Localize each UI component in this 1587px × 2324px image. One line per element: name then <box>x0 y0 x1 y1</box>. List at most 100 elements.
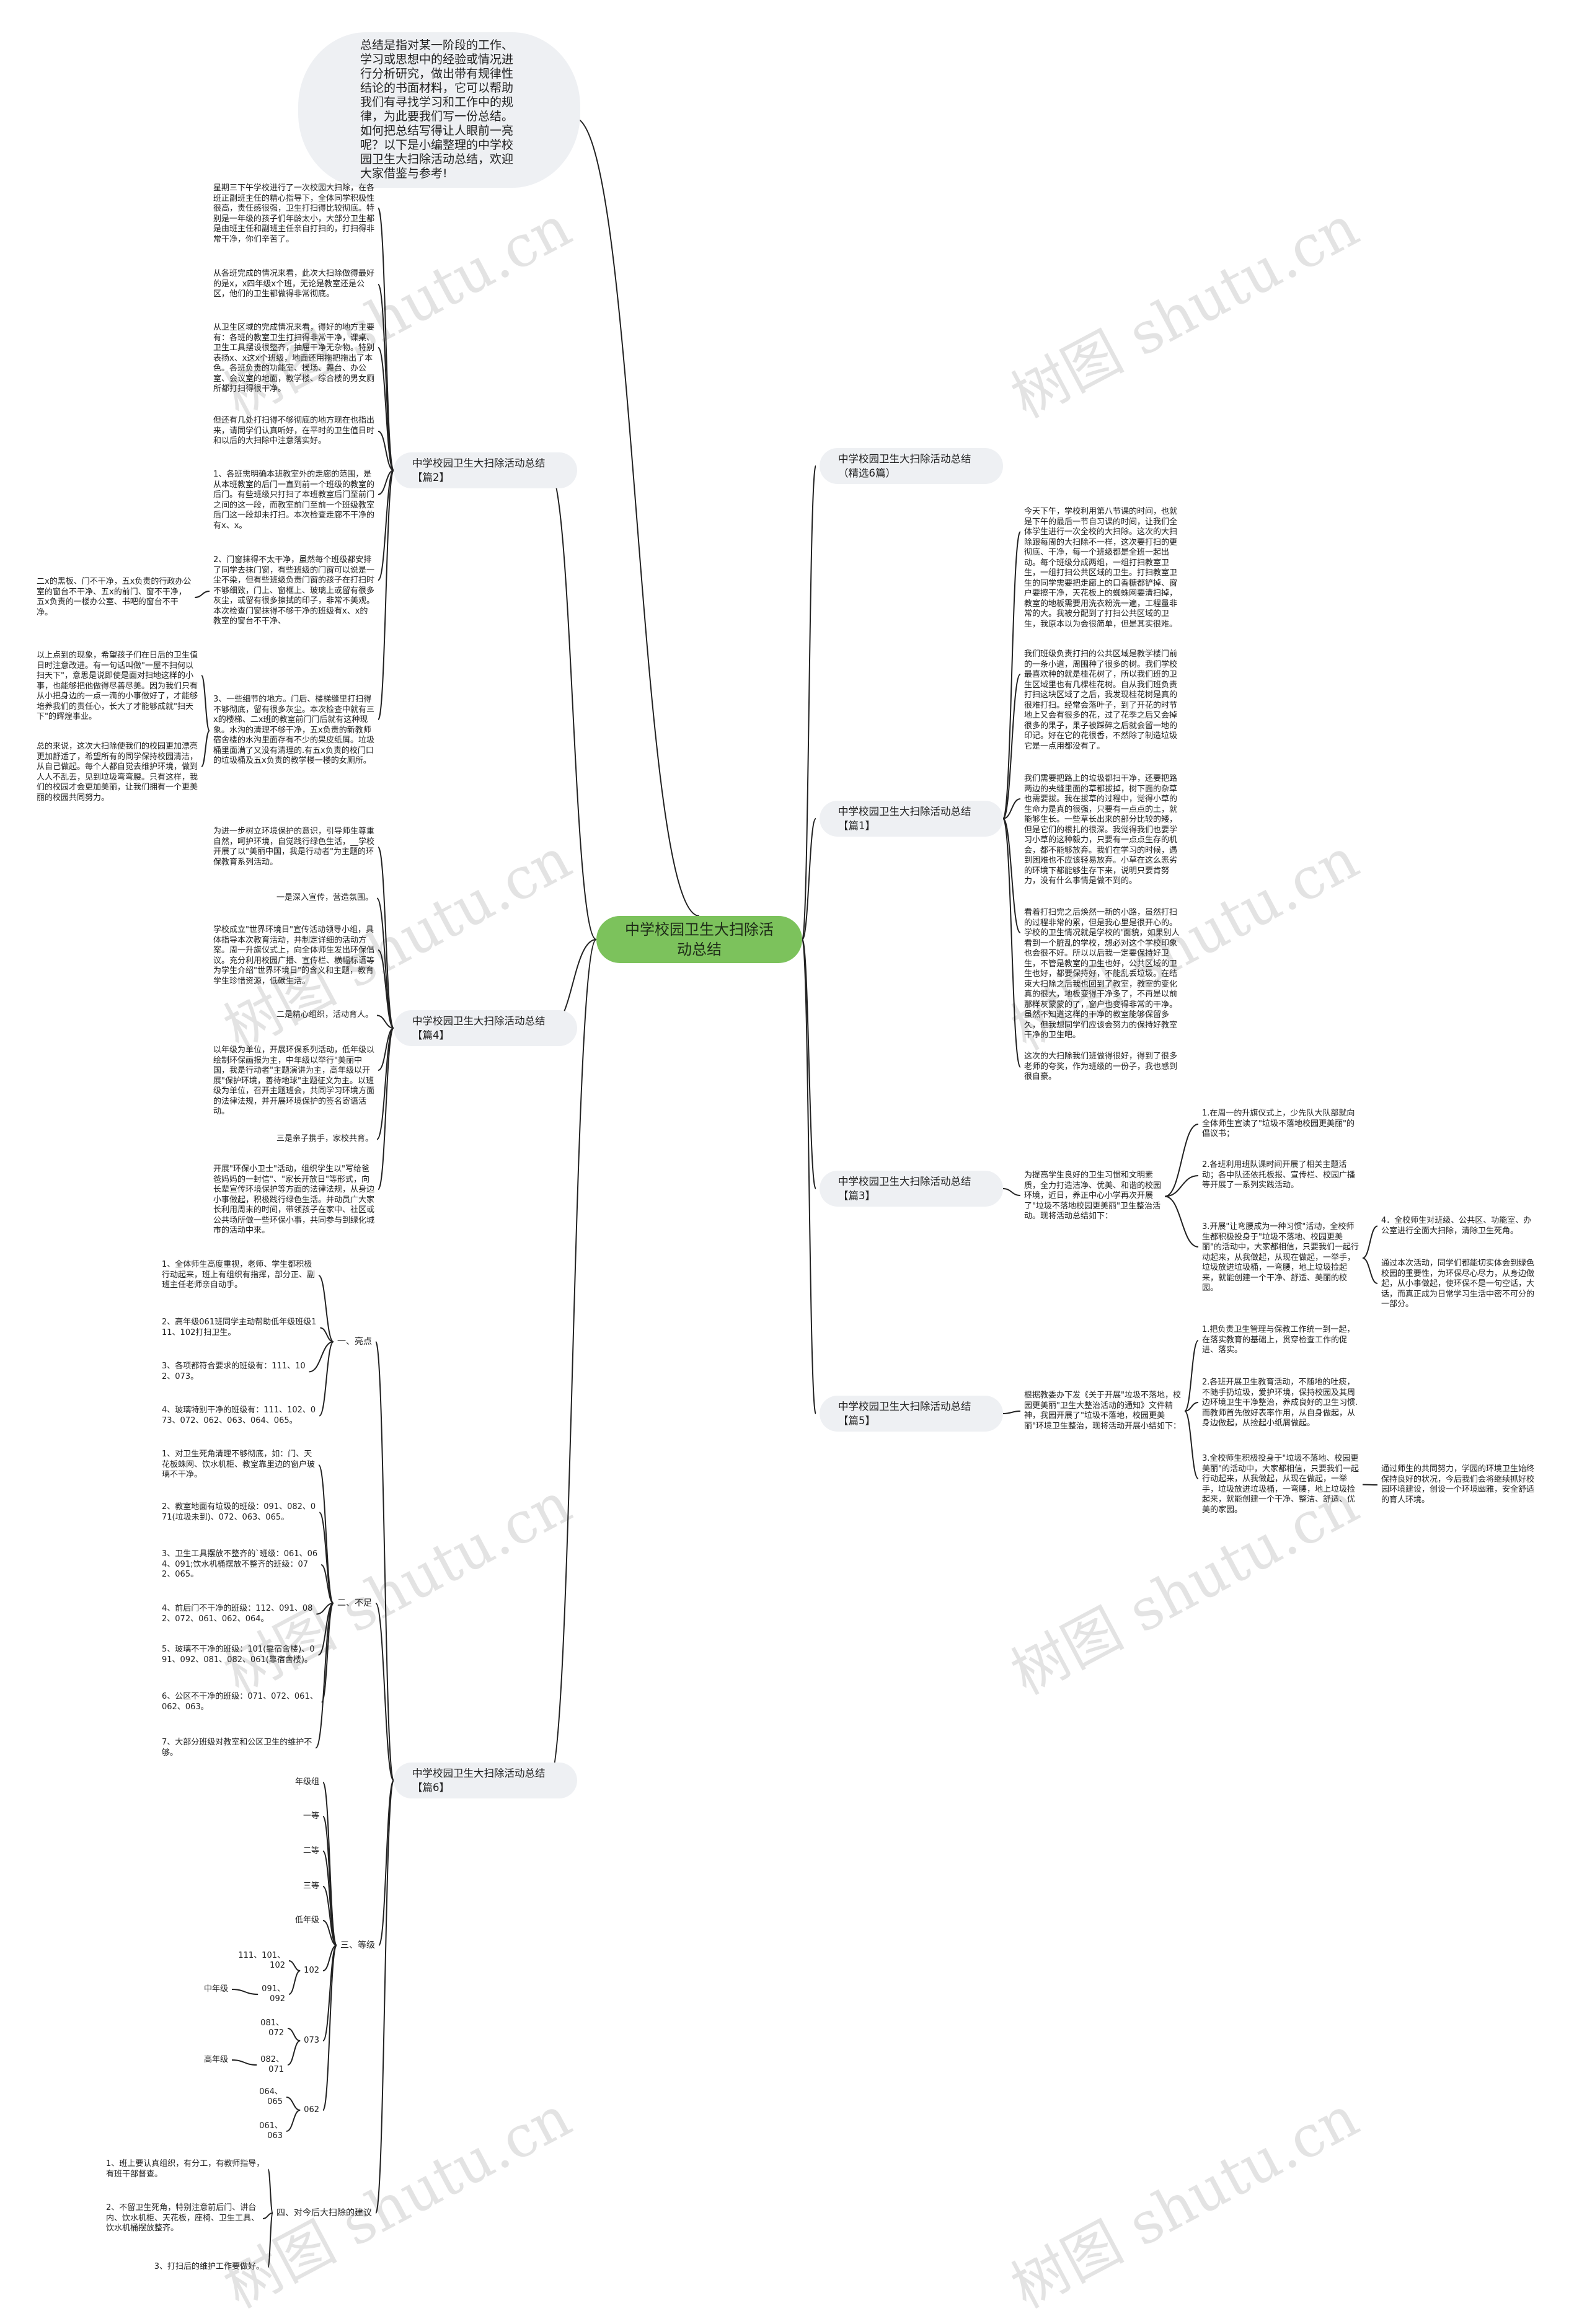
grade-item: 062 <box>304 2105 319 2115</box>
connector-line <box>267 2168 273 2214</box>
grade-classes: 081、072 <box>260 2018 284 2038</box>
connector-line <box>319 1512 334 1604</box>
connector-line <box>378 347 394 471</box>
leaf-text: 2、高年级061班同学主动帮助低年级班级111、102打扫卫生。 <box>162 1318 317 1337</box>
connector-line <box>378 1028 394 1071</box>
connector-line <box>548 939 597 1781</box>
grade-item: 一等 <box>303 1811 319 1821</box>
connector-line <box>1002 531 1021 819</box>
leaf-text: 为提高学生良好的卫生习惯和文明素质，全力打造洁净、优美、和谐的校园环境，近日，养… <box>1024 1171 1162 1221</box>
grade-item: 102 <box>304 1966 319 1975</box>
grade-item: 年级组 <box>294 1777 319 1787</box>
section-highlights[interactable]: 一、亮点 <box>337 1337 372 1347</box>
grade-classes: 091、092 <box>262 1984 285 2004</box>
leaf-text: 4．全校师生对班级、公共区、功能室、办公室进行全面大扫除，清除卫生死角。 <box>1381 1216 1532 1236</box>
connector-line <box>378 284 394 471</box>
connector-line <box>378 847 394 1029</box>
leaf-text: 今天下午，学校利用第八节课的时间，也就是下午的最后一节自习课的时间，让我们全体学… <box>1024 507 1178 629</box>
leaf-text: 以上点到的现象，希望孩子们在日后的卫生值日时注意改进。有一句话叫做"一屋不扫何以… <box>37 651 198 721</box>
branch-pian5[interactable]: 中学校园卫生大扫除活动总结【篇5】 <box>820 1396 1003 1432</box>
intro-text: 总结是指对某一阶段的工作、学习或思想中的经验或情况进行分析研究，做出带有规律性结… <box>360 38 514 180</box>
connector-line <box>195 591 210 598</box>
grade-classes: 064、065 <box>259 2087 283 2106</box>
branch-jingxuan[interactable]: 中学校园卫生大扫除活动总结（精选6篇） <box>820 448 1003 484</box>
branch-pian6[interactable]: 中学校园卫生大扫除活动总结【篇6】 <box>394 1763 577 1798</box>
branch-pian2[interactable]: 中学校园卫生大扫除活动总结【篇2】 <box>394 452 577 488</box>
central-topic[interactable]: 中学校园卫生大扫除活动总结 <box>596 916 802 963</box>
connector-line <box>549 470 597 940</box>
grade-item: 三等 <box>303 1882 319 1891</box>
connector-line <box>317 1603 334 1656</box>
leaf-text: 1.在周一的升旗仪式上，少先队大队部就向全体师生宣读了"垃圾不落地校园更美丽"的… <box>1202 1109 1355 1138</box>
connector-line <box>1164 1195 1199 1248</box>
connector-line <box>378 208 394 471</box>
connector-line <box>378 470 394 720</box>
watermark: 树图 shutu.cn <box>1001 2083 1369 2322</box>
leaf-text: 开展"环保小卫士"活动，组织学生以"写给爸爸妈妈的一封信"、"家长开放日"等形式… <box>213 1164 375 1235</box>
section-shortcomings[interactable]: 二、不足 <box>337 1598 372 1608</box>
leaf-text: 学校成立"世界环境日"宣传活动领导小组，具体指导本次教育活动，并制定详细的活动方… <box>213 925 375 986</box>
connector-line <box>1002 1188 1021 1196</box>
leaf-text: 1、班上要认真组织，有分工，有教师指导，有班干部督查。 <box>106 2159 265 2179</box>
connector-line <box>201 730 210 767</box>
connector-line <box>1184 1411 1199 1479</box>
branch-pian4[interactable]: 中学校园卫生大扫除活动总结【篇4】 <box>394 1010 577 1046</box>
connector-line <box>322 1782 337 1946</box>
leaf-text: 4、前后门不干净的班级：112、091、082、072、061、062、064。 <box>162 1604 313 1624</box>
grade-item: 073 <box>304 2036 319 2045</box>
connector-line <box>322 1945 337 2041</box>
leaf-text: 三是亲子携手，家校共育。 <box>276 1134 373 1143</box>
leaf-text: 3.全校师生积极投身于"垃圾不落地、校园更美丽"的活动中，大家都相信，只要我们一… <box>1202 1454 1359 1515</box>
leaf-text: 我们班级负责打扫的公共区域是教学楼门前的一条小道，周围种了很多的树。我们学校最喜… <box>1024 649 1178 751</box>
connector-line <box>320 1603 334 1703</box>
connector-line <box>375 1603 394 1781</box>
grade-mid-label: 中年级 <box>203 1984 228 1994</box>
connector-line <box>1002 798 1021 819</box>
connector-line <box>378 470 394 581</box>
connector-line <box>573 117 700 917</box>
connector-line <box>378 431 394 471</box>
leaf-text: 1、全体师生高度重视，老师、学生都积极行动起来，班上有组织有指挥，部分正、副班主… <box>162 1260 316 1290</box>
leaf-text: 3、各项都符合要求的班级有：111、102、073。 <box>162 1362 306 1381</box>
section-grades[interactable]: 三、等级 <box>340 1940 375 1950</box>
connector-line <box>1362 1257 1378 1284</box>
leaf-text: 总的来说，这次大扫除使我们的校园更加漂亮更加舒适了，希望所有的同学保持校园清洁，… <box>37 742 198 803</box>
section-suggestions[interactable]: 四、对今后大扫除的建议 <box>276 2208 372 2218</box>
connector-line <box>802 818 816 940</box>
leaf-text: 2、门窗抹得不太干净，虽然每个班级都安排了同学去抹门窗，有些班级的门窗可以说是一… <box>213 555 375 626</box>
connector-line <box>1164 1124 1199 1197</box>
leaf-text: 但还有几处打扫得不够彻底的地方现在也指出来，请同学们认真听好，在平时的卫生值日时… <box>213 416 375 446</box>
connector-line <box>1002 818 1021 933</box>
leaf-text: 通过师生的共同努力，学园的环境卫生始终保持良好的状况，今后我们会将继续抓好校园环… <box>1381 1464 1535 1505</box>
connector-line <box>1184 1402 1199 1412</box>
leaf-text: 1、对卫生死角清理不够彻底，如：门、天花板蛛网、饮水机柜、教室靠里边的窗户玻璃不… <box>162 1450 316 1479</box>
leaf-text: 以年级为单位，开展环保系列活动，低年级以绘制环保画报为主，中年级以举行"美丽中国… <box>213 1045 375 1116</box>
leaf-text: 通过本次活动，同学们都能切实体会到绿色校园的重要性，为环保尽心尽力，从身边做起，… <box>1381 1259 1535 1309</box>
grade-item: 低年级 <box>294 1916 319 1925</box>
connector-line <box>318 1464 334 1604</box>
leaf-text: 2、教室地面有垃圾的班级：091、082、071(垃圾未到)、072、063、0… <box>162 1502 316 1522</box>
connector-line <box>315 1603 334 1749</box>
leaf-text: 看着打扫完之后焕然一新的小路，虽然打扫的过程非常的累，但是我心里是很开心的。学校… <box>1024 908 1180 1040</box>
grade-classes: 111、101、102 <box>238 1951 285 1970</box>
connector-line <box>1362 1484 1378 1486</box>
watermark: 树图 shutu.cn <box>1001 193 1369 431</box>
branch-pian1[interactable]: 中学校园卫生大扫除活动总结【篇1】 <box>820 801 1003 837</box>
leaf-text: 从各班完成的情况来看，此次大扫除做得最好的是x，x四年级x个班，无论是教室还是公… <box>213 269 375 299</box>
grade-classes: 082、071 <box>260 2055 284 2074</box>
leaf-text: 3、一些细节的地方。门后、楼梯缝里打扫得不够彻底，留有很多灰尘。本次检查中就有三… <box>213 695 375 765</box>
connector-line <box>1002 818 1021 1068</box>
leaf-text: 我们需要把路上的垃圾都扫干净，还要把路两边的夹缝里面的草都拔掉，树下面的杂草也需… <box>1024 774 1178 886</box>
leaf-text: 这次的大扫除我们班做得很好，得到了很多老师的夸奖，作为班级的一份子，我也感到很自… <box>1024 1052 1178 1081</box>
intro-bubble[interactable]: 总结是指对某一阶段的工作、学习或思想中的经验或情况进行分析研究，做出带有规律性结… <box>298 32 580 188</box>
leaf-text: 从卫生区域的完成情况来看，得好的地方主要有：各班的教室卫生打扫得非常干净，课桌、… <box>213 323 375 394</box>
connector-line <box>376 1015 394 1029</box>
connector-line <box>201 675 210 731</box>
connector-line <box>1002 1411 1021 1414</box>
connector-line <box>375 1341 394 1781</box>
branch-pian3[interactable]: 中学校园卫生大扫除活动总结【篇3】 <box>820 1171 1003 1207</box>
connector-line <box>1184 1340 1199 1412</box>
grade-classes: 061、063 <box>259 2121 283 2141</box>
connector-line <box>375 1780 394 2214</box>
connector-line <box>267 2212 273 2268</box>
